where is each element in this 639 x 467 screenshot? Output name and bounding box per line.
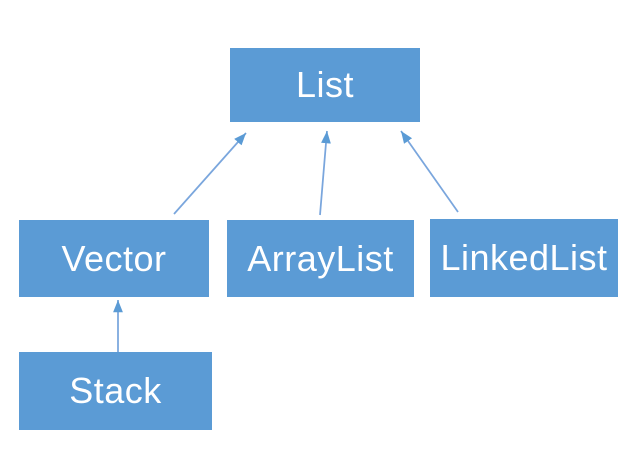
node-arraylist: ArrayList xyxy=(227,220,414,297)
node-vector-label: Vector xyxy=(61,237,167,279)
arrow-vector-to-list xyxy=(173,132,247,215)
node-stack: Stack xyxy=(19,352,212,430)
node-linkedlist: LinkedList xyxy=(430,219,618,297)
node-linkedlist-label: LinkedList xyxy=(440,237,608,278)
node-arraylist-label: ArrayList xyxy=(247,237,394,279)
node-stack-label: Stack xyxy=(69,370,162,411)
node-vector: Vector xyxy=(19,220,209,297)
node-list: List xyxy=(230,48,420,122)
node-list-label: List xyxy=(295,64,355,105)
arrow-linkedlist-to-list xyxy=(400,130,459,213)
arrow-arraylist-to-list xyxy=(319,130,331,216)
